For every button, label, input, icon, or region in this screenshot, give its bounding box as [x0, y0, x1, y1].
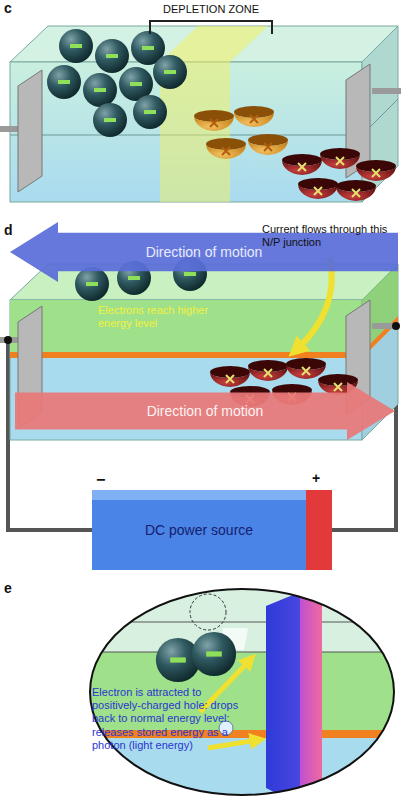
zone-label: DEPLETION ZONE [150, 3, 272, 16]
hole-bowls [194, 106, 396, 201]
polarity-sign: + [312, 470, 326, 487]
zoom-detail [80, 580, 401, 796]
zone-bracket [150, 21, 272, 34]
motion-arrow: Direction of motion [15, 382, 395, 440]
electron-spheres [47, 29, 187, 137]
node-text: Direction of motion [146, 244, 263, 260]
callout-note: Electron is attracted to positively-char… [92, 686, 242, 752]
battery-box: DC power source [92, 490, 332, 570]
node-text: Direction of motion [147, 403, 264, 419]
panel-letter: c [4, 0, 24, 17]
panel-letter: d [4, 222, 24, 239]
node-text: DC power source [145, 522, 279, 538]
semiconductor-block [0, 26, 401, 202]
current-arrow [296, 258, 332, 350]
polarity-sign: − [96, 470, 110, 489]
panel-letter: e [4, 580, 24, 597]
current-note: Current flows through this N/P junction [262, 223, 398, 249]
zoom-circle [90, 589, 394, 795]
led-junction-block [0, 264, 400, 530]
energy-note: Electrons reach higher energy level [98, 304, 210, 330]
